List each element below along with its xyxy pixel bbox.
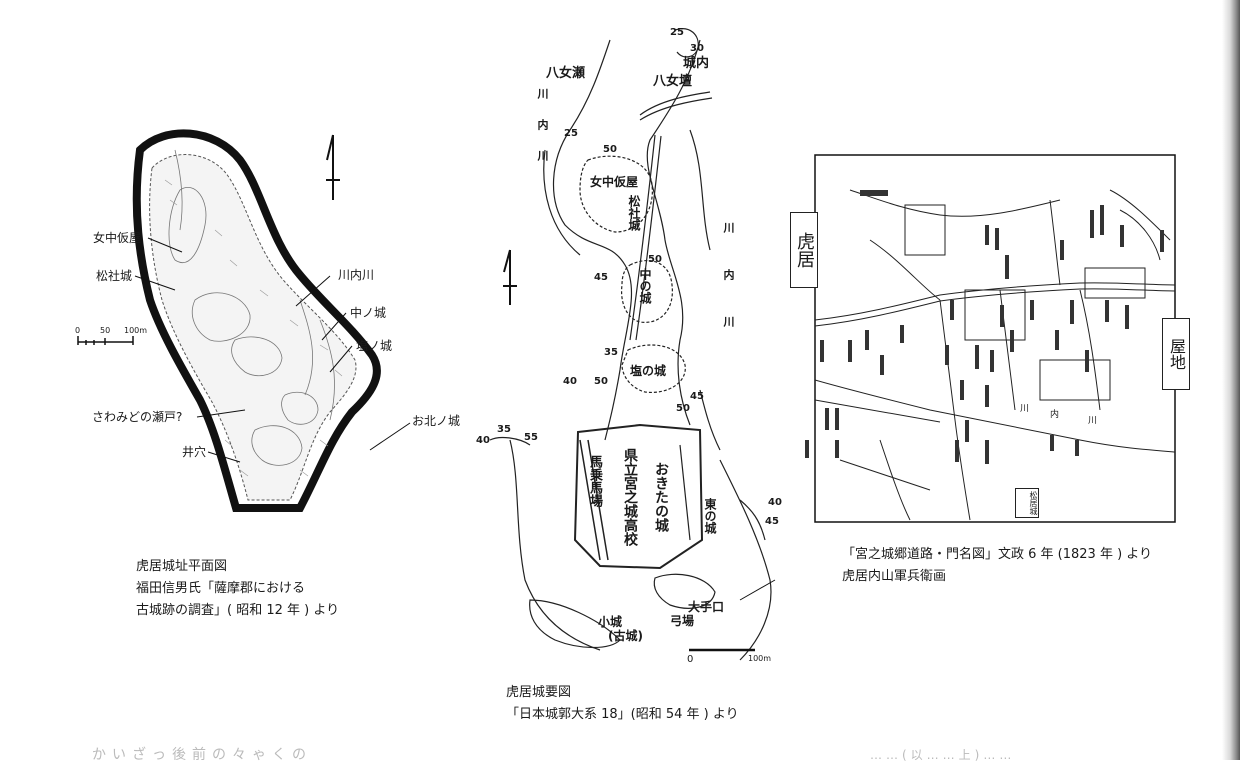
map2-scale-hundred: 100m [748,654,772,663]
map2-caption-line1: 虎居城要図 [506,685,572,700]
map2-label-higashi-no-jo: 東の城 [703,498,717,534]
map1-caption-line3: 古城跡の調査」( 昭和 12 年 ) より [136,603,340,618]
map1-label-shio-no-jo: 塩ノ城 [356,339,393,353]
map2-contour: 55 [524,432,538,443]
map2-scale-zero: 0 [687,654,694,665]
map2-label-naka-no-jo: 中の城 [638,268,652,304]
map3-caption-line2: 虎居内山軍兵衛画 [842,569,947,584]
footer-right-text: ……(以……上)…… [870,748,1016,762]
map2-label-river-right: 川内川 [722,222,735,363]
map1-label-matsuyashiro: 松社城 [96,269,133,283]
map3-caption-line1: 「宮之城郷道路・門名図」文政 6 年 (1823 年 ) より [842,547,1153,562]
map2-label-school: 県立宮之城高校 [622,448,638,546]
map2-contour: 40 [768,497,782,508]
map2-contour: 45 [594,272,608,283]
map1-scale-hundred: 100m [124,326,148,335]
map3-label-torii: 虎居 [790,212,818,288]
map2-label-shio-no-jo: 塩の城 [630,364,667,378]
footer-left-text: かいざっ後前の々ゃくの [92,747,312,763]
map1-caption: 虎居城址平面図 福田信男氏「薩摩郡における 古城跡の調査」( 昭和 12 年 )… [136,556,339,622]
map2-contour: 25 [670,27,684,38]
map1-label-sendai-river: 川内川 [338,268,375,282]
map1-label-naka-no-jo: 中ノ城 [350,306,387,320]
map3-caption: 「宮之城郷道路・門名図」文政 6 年 (1823 年 ) より 虎居内山軍兵衛画 [842,544,1152,588]
map2-label-river-left: 川内川 [536,88,549,181]
map1-caption-line2: 福田信男氏「薩摩郡における [136,581,306,596]
map1-scale-zero: 0 [75,326,81,335]
map2-label-jonai: 城内 [683,56,710,71]
scan-edge-shadow [1222,0,1240,760]
map2-contour: 40 [563,376,577,387]
map2-contour: 45 [690,391,704,402]
map2-contour: 30 [690,43,704,54]
map2-label-kojo: 小城 [598,615,623,629]
map3-label-kawa: 川 [1020,404,1030,414]
map2-contour: 50 [603,144,617,155]
map1-label-jochu-kariya: 女中仮屋 [93,231,142,245]
map2-label-baba: 馬乗馬場 [587,455,602,507]
map1-label-idoana: 井穴 [182,445,207,459]
map1-scale-fifty: 50 [100,326,111,335]
map3-label-kawa2: 川 [1088,416,1098,426]
map3-label-shoe: 松居城 [1015,488,1039,518]
map2-contour: 35 [604,347,618,358]
map2-label-yumiba: 弓場 [670,614,695,628]
map2-contour: 40 [476,435,490,446]
map1-label-sawamidono: さわみどの瀬戸? [92,410,183,424]
map2-caption: 虎居城要図 「日本城郭大系 18」(昭和 54 年 ) より [506,682,739,726]
map2-contour: 50 [676,403,690,414]
map2-label-jochu-kariya: 女中仮屋 [590,175,639,189]
map2-contour: 50 [648,254,662,265]
map1-caption-line1: 虎居城址平面図 [136,559,228,574]
map2-contour: 35 [497,424,511,435]
map2-label-matsuyashiro: 松社城 [627,195,641,231]
map3-label-yashiki: 屋地 [1162,318,1190,390]
map3-label-uchi: 内 [1050,410,1060,420]
map2-contour: 25 [564,128,578,139]
map2-label-yame-kura: 八女壇 [653,74,693,89]
map2-caption-line2: 「日本城郭大系 18」(昭和 54 年 ) より [506,707,739,722]
map2-label-yame-se: 八女瀬 [546,66,586,81]
map2-label-okita-no-jo: おきたの城 [653,462,669,532]
map2-contour: 50 [594,376,608,387]
map2-label-kojo-paren: (古城) [608,629,643,643]
map2-contour: 45 [765,516,779,527]
map1-label-okita-no-jo: お北ノ城 [412,414,461,428]
map2-label-otemon: 大手口 [688,600,725,614]
